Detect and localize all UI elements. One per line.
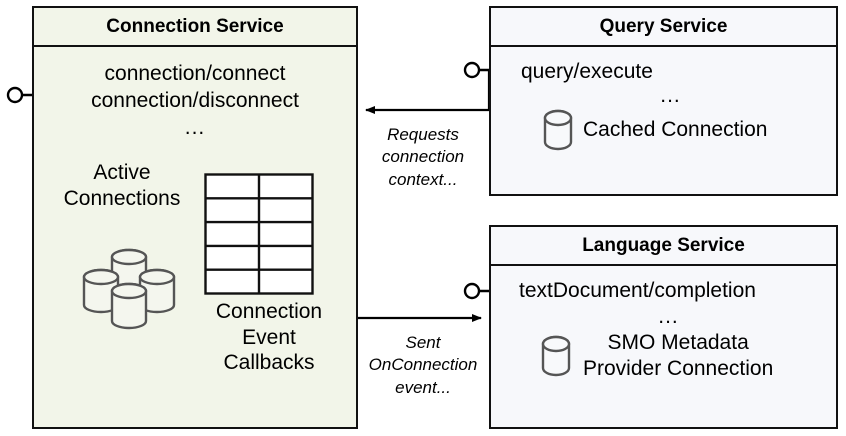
language-service-node[interactable]: Language Service textDocument/completion… — [489, 225, 838, 429]
connection-service-operations: connection/connect connection/disconnect… — [34, 61, 356, 142]
query-service-node[interactable]: Query Service query/execute ... Cached C… — [489, 6, 838, 196]
operation-connection-disconnect: connection/disconnect — [91, 88, 299, 112]
operation-connection-connect: connection/connect — [104, 62, 286, 85]
edge-label-sent-onconnection-event: Sent OnConnection event... — [360, 332, 486, 399]
table-grid-icon — [204, 173, 314, 295]
edge-label-requests-line1: Requests — [387, 125, 459, 144]
database-cylinder-icon — [541, 335, 571, 377]
database-cluster-icon — [82, 248, 176, 330]
edge-label-requests-connection-context: Requests connection context... — [366, 124, 480, 191]
callbacks-label-line2: Event — [242, 325, 296, 349]
edge-label-sent-line1: Sent — [405, 333, 441, 352]
edge-label-sent-line3: event... — [395, 377, 451, 397]
operation-query-execute: query/execute — [521, 60, 653, 83]
active-connections-label-line2: Connections — [63, 186, 181, 210]
query-service-ellipsis: ... — [660, 84, 681, 107]
edge-label-requests-line3: context... — [388, 169, 458, 189]
language-service-body: textDocument/completion ... SMO Metadata… — [491, 266, 836, 427]
smo-metadata-label-line2: Provider Connection — [583, 357, 774, 381]
cached-connection-store: Cached Connection — [543, 109, 767, 151]
callbacks-label-line3: Callbacks — [223, 351, 315, 375]
connection-service-ellipsis: ... — [184, 115, 206, 139]
query-service-title: Query Service — [491, 8, 836, 47]
connection-service-title: Connection Service — [34, 8, 356, 47]
smo-metadata-provider-connection-store: SMO Metadata Provider Connection — [541, 330, 773, 382]
edge-label-requests-line2: connection — [381, 147, 465, 167]
connection-service-node[interactable]: Connection Service connection/connect co… — [32, 6, 358, 429]
callbacks-label-line1: Connection — [215, 300, 323, 323]
connection-event-callbacks-label: Connection Event Callbacks — [186, 299, 352, 376]
query-service-body: query/execute ... Cached Connection — [491, 47, 836, 194]
language-service-ellipsis: ... — [658, 305, 679, 328]
active-connections-label-line1: Active — [93, 161, 151, 184]
language-service-title: Language Service — [491, 227, 836, 266]
database-cylinder-icon — [543, 109, 573, 151]
active-connections-label: Active Connections — [42, 160, 202, 211]
cached-connection-label: Cached Connection — [583, 118, 768, 142]
operation-textdocument-completion: textDocument/completion — [519, 279, 756, 302]
smo-metadata-label: SMO Metadata Provider Connection — [583, 330, 773, 382]
edge-label-sent-line2: OnConnection — [368, 355, 478, 375]
smo-metadata-label-line1: SMO Metadata — [607, 331, 749, 354]
connection-service-body: connection/connect connection/disconnect… — [34, 47, 356, 427]
